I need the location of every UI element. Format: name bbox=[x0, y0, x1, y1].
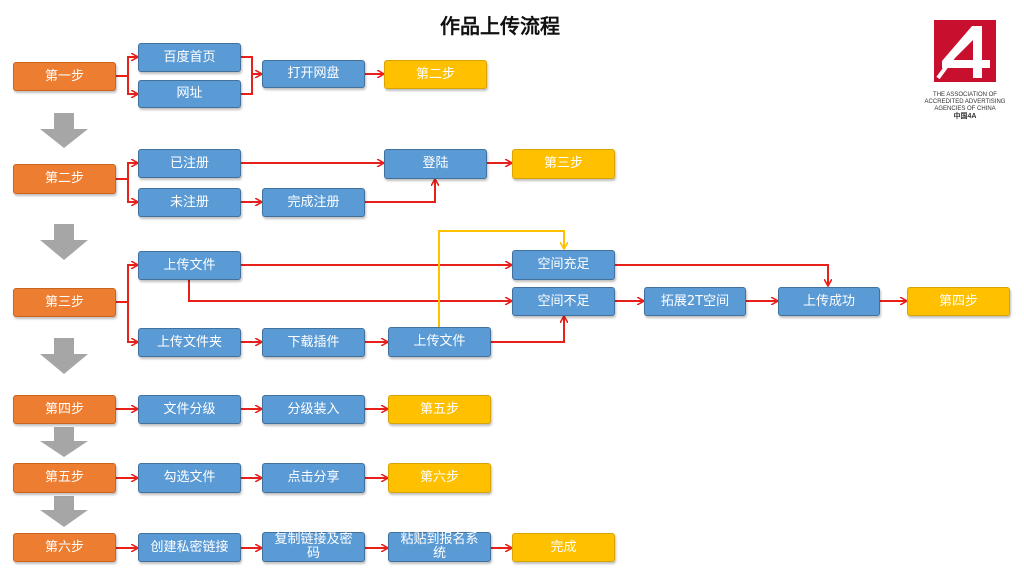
next-step-5-node: 第五步 bbox=[388, 395, 491, 424]
click-share-node: 点击分享 bbox=[262, 463, 365, 493]
registered-node: 已注册 bbox=[138, 149, 241, 178]
down-arrow-2-3 bbox=[40, 224, 88, 260]
down-arrow-1-2 bbox=[40, 113, 88, 148]
logo-line-3: AGENCIES OF CHINA bbox=[934, 106, 996, 112]
create-private-link-node: 创建私密链接 bbox=[138, 533, 241, 562]
copy-link-node: 复制链接及密码 bbox=[262, 532, 365, 562]
next-step-2-node: 第二步 bbox=[384, 60, 487, 89]
connector bbox=[127, 76, 137, 94]
paste-system-node: 粘贴到报名系统 bbox=[388, 532, 491, 562]
upload-file-node: 上传文件 bbox=[138, 251, 241, 280]
open-disk-node: 打开网盘 bbox=[262, 60, 365, 88]
logo-line-4: 中国4A bbox=[953, 113, 977, 120]
grade-pack-node: 分级装入 bbox=[262, 395, 365, 424]
4a-logo bbox=[934, 20, 996, 82]
url-node: 网址 bbox=[138, 80, 241, 108]
next-step-6-node: 第六步 bbox=[388, 463, 491, 493]
space-enough-node: 空间充足 bbox=[512, 250, 615, 280]
connector bbox=[116, 265, 137, 303]
step-4: 第四步 bbox=[13, 395, 116, 424]
connector bbox=[116, 57, 137, 77]
upload-success-node: 上传成功 bbox=[778, 287, 880, 316]
unregistered-node: 未注册 bbox=[138, 188, 241, 217]
login-node: 登陆 bbox=[384, 149, 487, 179]
upload-folder-node: 上传文件夹 bbox=[138, 328, 241, 357]
connector-yellow bbox=[438, 230, 564, 327]
connector bbox=[241, 56, 261, 74]
connector bbox=[116, 163, 137, 180]
connector bbox=[365, 180, 435, 203]
file-grading-node: 文件分级 bbox=[138, 395, 241, 424]
step-1: 第一步 bbox=[13, 62, 116, 91]
connector bbox=[127, 302, 137, 342]
logo-line-1: THE ASSOCIATION OF bbox=[933, 92, 997, 98]
logo-line-2: ACCREDITED ADVERTISING bbox=[924, 99, 1006, 105]
page-title: 作品上传流程 bbox=[440, 14, 560, 38]
complete-registration-node: 完成注册 bbox=[262, 188, 365, 217]
connector bbox=[615, 264, 828, 285]
step-3: 第三步 bbox=[13, 288, 116, 317]
step-2: 第二步 bbox=[13, 164, 116, 194]
down-arrow-3-4 bbox=[40, 338, 88, 374]
next-step-3-node: 第三步 bbox=[512, 149, 615, 179]
connector bbox=[241, 74, 253, 95]
done-node: 完成 bbox=[512, 533, 615, 562]
select-files-node: 勾选文件 bbox=[138, 463, 241, 493]
step-6: 第六步 bbox=[13, 533, 116, 562]
down-arrow-5-6 bbox=[40, 496, 88, 527]
down-arrow-4-5 bbox=[40, 427, 88, 457]
logo-caption: THE ASSOCIATION OF ACCREDITED ADVERTISIN… bbox=[910, 92, 1020, 120]
connector bbox=[491, 317, 564, 343]
connector bbox=[127, 179, 137, 202]
connector bbox=[188, 280, 511, 301]
expand-2t-node: 拓展2T空间 bbox=[644, 287, 746, 316]
next-step-4-node: 第四步 bbox=[907, 287, 1010, 316]
step-5: 第五步 bbox=[13, 463, 116, 493]
space-short-node: 空间不足 bbox=[512, 287, 615, 316]
upload-file-plugin-node: 上传文件 bbox=[388, 327, 491, 357]
baidu-home-node: 百度首页 bbox=[138, 43, 241, 72]
download-plugin-node: 下载插件 bbox=[262, 328, 365, 357]
